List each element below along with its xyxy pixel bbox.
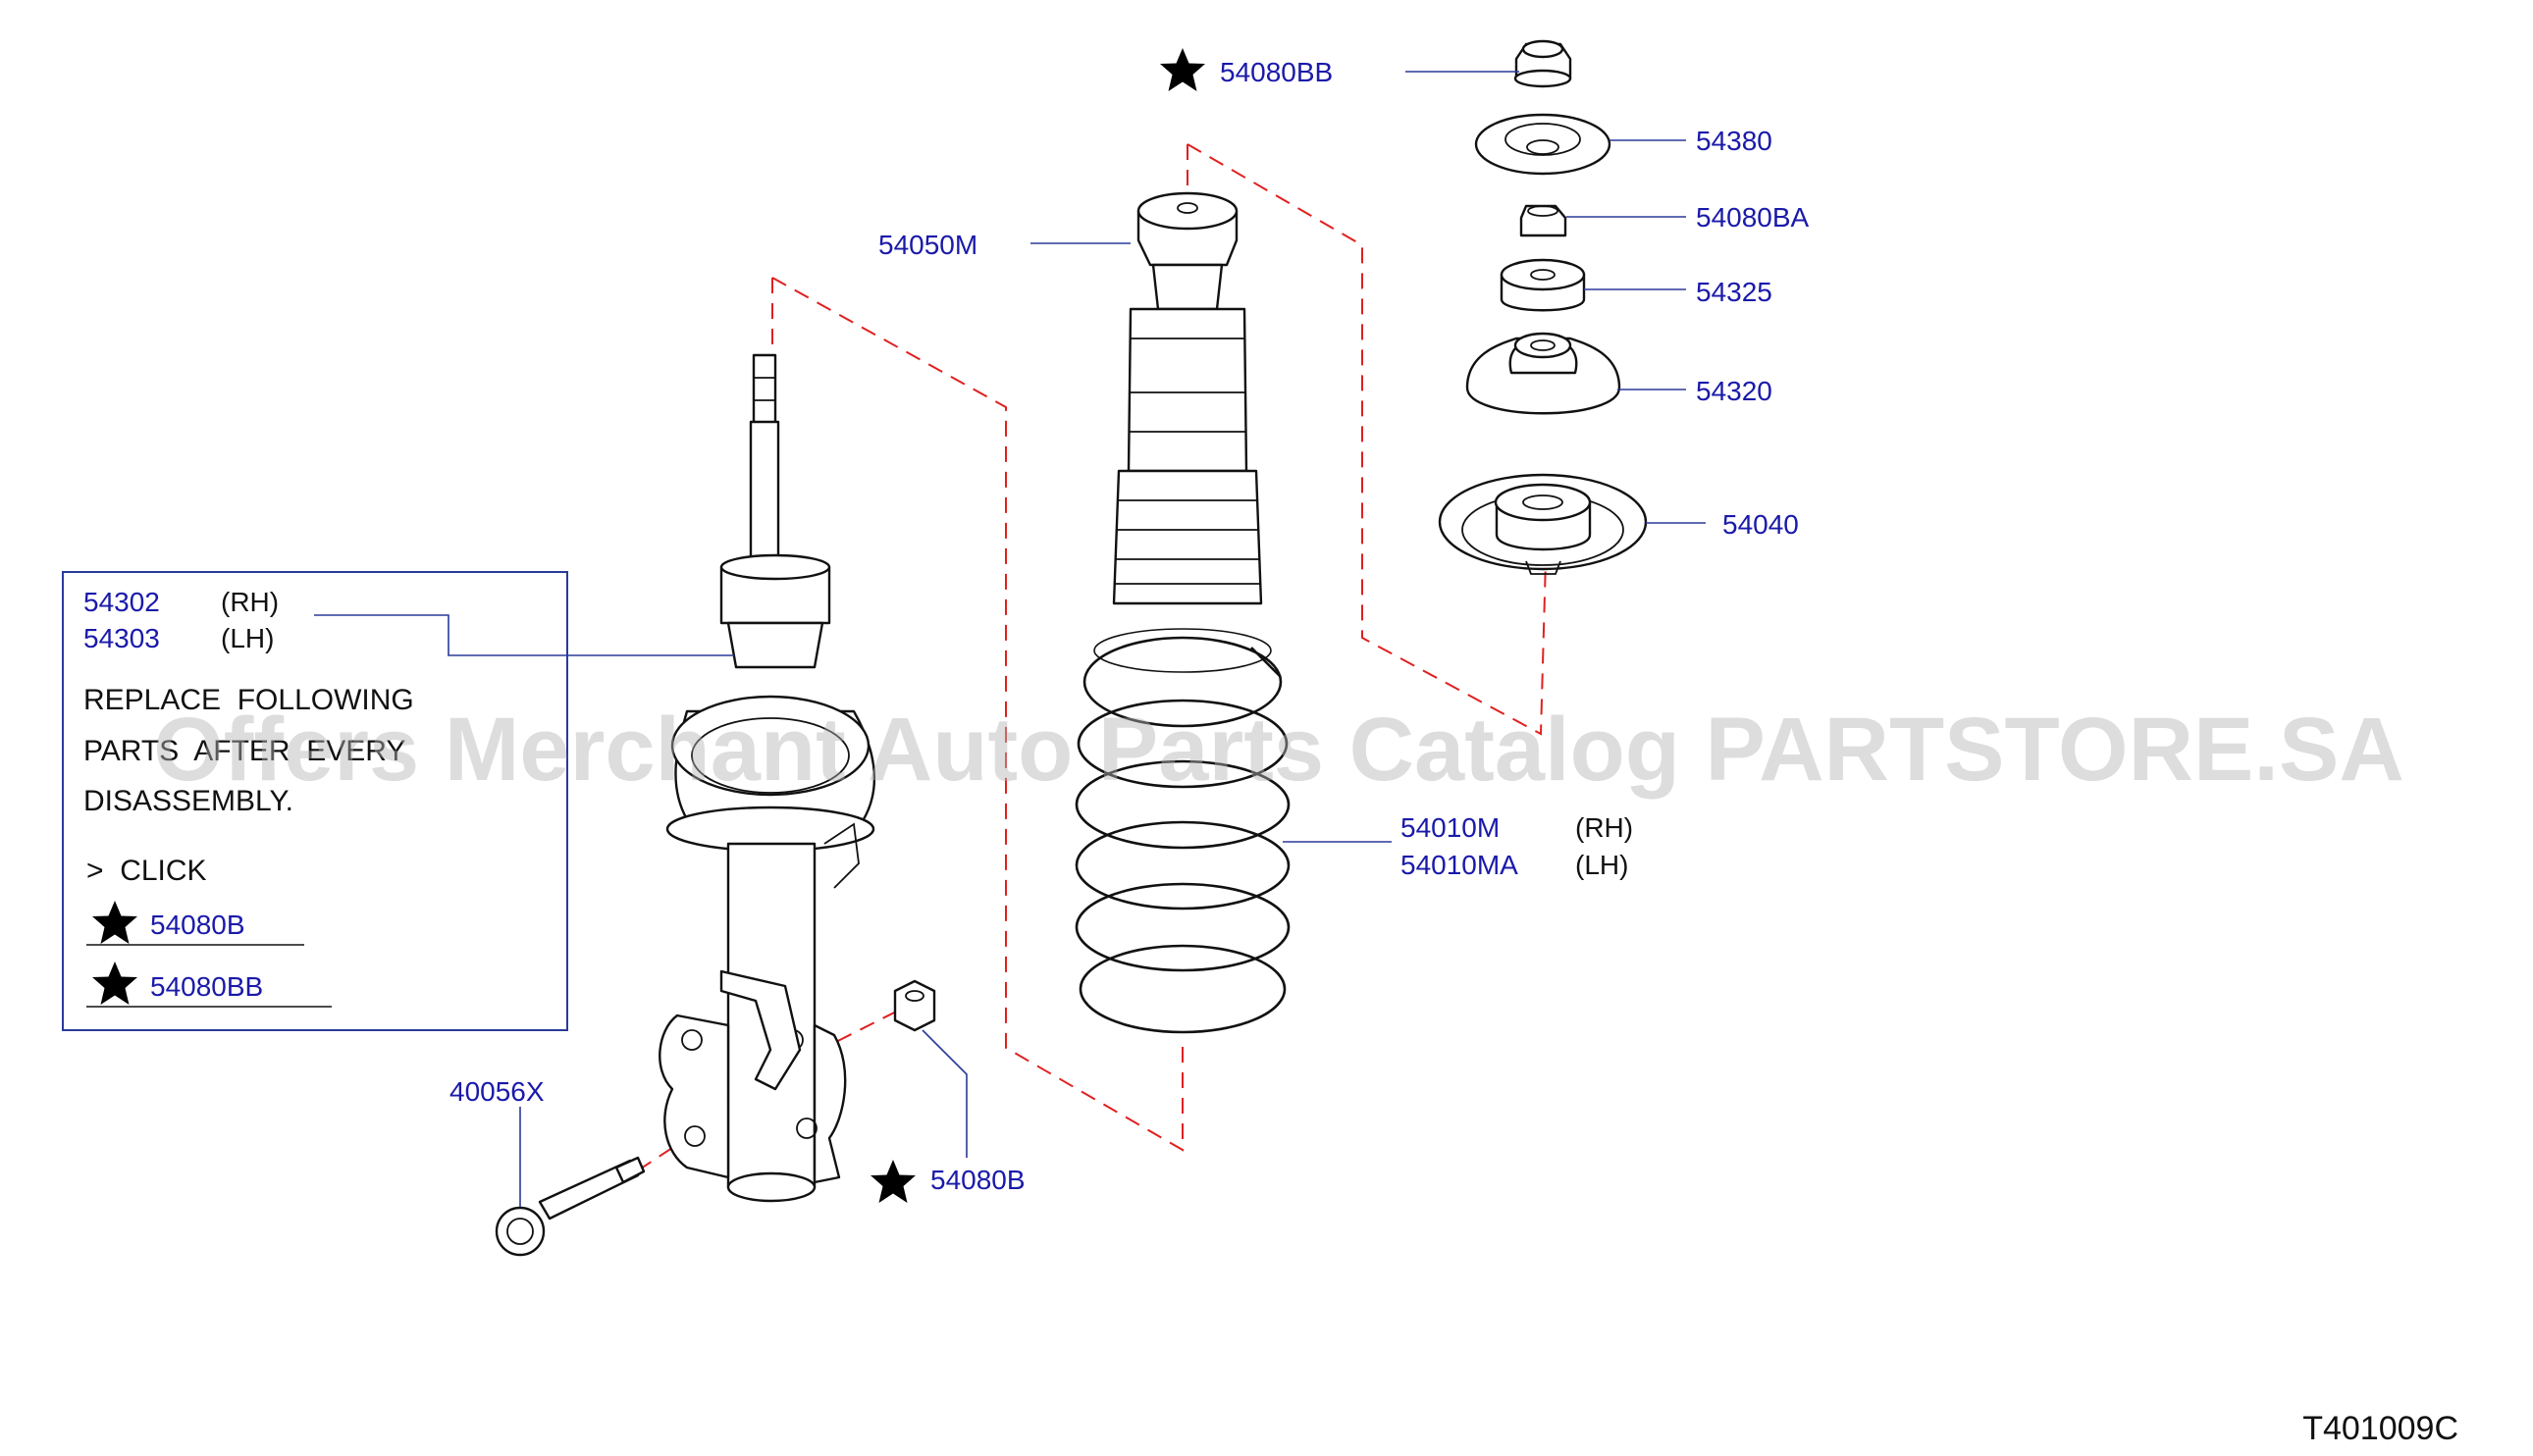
insulator-54320[interactable]: [1465, 332, 1621, 415]
label-40056x[interactable]: 40056X: [449, 1076, 545, 1107]
label-54010ma-side: (LH): [1575, 850, 1628, 880]
diagram-code: T401009C: [2302, 1410, 2458, 1447]
nut-54080ba[interactable]: [1519, 204, 1567, 237]
replacement-notice-box: 54302 (RH) 54303 (LH) REPLACE FOLLOWING …: [62, 571, 568, 1031]
bound-bumper-54050m[interactable]: [1112, 191, 1263, 605]
label-54010m-side: (RH): [1575, 812, 1633, 843]
label-54325[interactable]: 54325: [1696, 277, 1772, 307]
bushing-54325[interactable]: [1500, 258, 1586, 312]
label-54380[interactable]: 54380: [1696, 126, 1772, 156]
strut-assembly[interactable]: [659, 353, 876, 1203]
label-54303[interactable]: 54303: [83, 623, 160, 653]
label-54040[interactable]: 54040: [1722, 509, 1799, 540]
nut-54080bb[interactable]: [1513, 39, 1572, 88]
washer-54380[interactable]: [1474, 113, 1611, 176]
label-54080bb[interactable]: 54080BB: [1220, 57, 1333, 87]
label-54303-side: (LH): [221, 623, 274, 653]
assembly-guide-lines: [637, 143, 1547, 1171]
coil-spring-54010m[interactable]: [1075, 628, 1291, 1034]
label-54080b[interactable]: 54080B: [930, 1165, 1026, 1195]
label-54050m[interactable]: 54050M: [878, 230, 977, 260]
label-54302[interactable]: 54302: [83, 587, 160, 617]
notice-line-2: PARTS AFTER EVERY: [83, 735, 405, 767]
label-54302-side: (RH): [221, 587, 279, 617]
notice-item-54080bb[interactable]: 54080BB: [150, 971, 263, 1002]
bolt-40056x[interactable]: [495, 1156, 646, 1257]
notice-line-1: REPLACE FOLLOWING: [83, 684, 414, 716]
notice-line-3: DISASSEMBLY.: [83, 785, 293, 817]
leader-lines: [314, 71, 1706, 1207]
spring-seat-54040[interactable]: [1438, 473, 1648, 575]
click-prompt[interactable]: > CLICK: [86, 855, 207, 887]
star-icon: [871, 1160, 916, 1203]
part-labels: 54080BB 54380 54080BA 54325 54050M 54320…: [449, 48, 1810, 1203]
label-54010ma[interactable]: 54010MA: [1400, 850, 1518, 880]
label-54010m[interactable]: 54010M: [1400, 812, 1500, 843]
notice-item-54080b[interactable]: 54080B: [150, 910, 245, 940]
nut-54080b[interactable]: [893, 979, 936, 1032]
label-54320[interactable]: 54320: [1696, 376, 1772, 406]
watermark-text: Offers Merchant Auto Parts Catalog PARTS…: [153, 700, 2404, 800]
label-54080ba[interactable]: 54080BA: [1696, 202, 1810, 233]
star-icon: [1160, 48, 1205, 91]
